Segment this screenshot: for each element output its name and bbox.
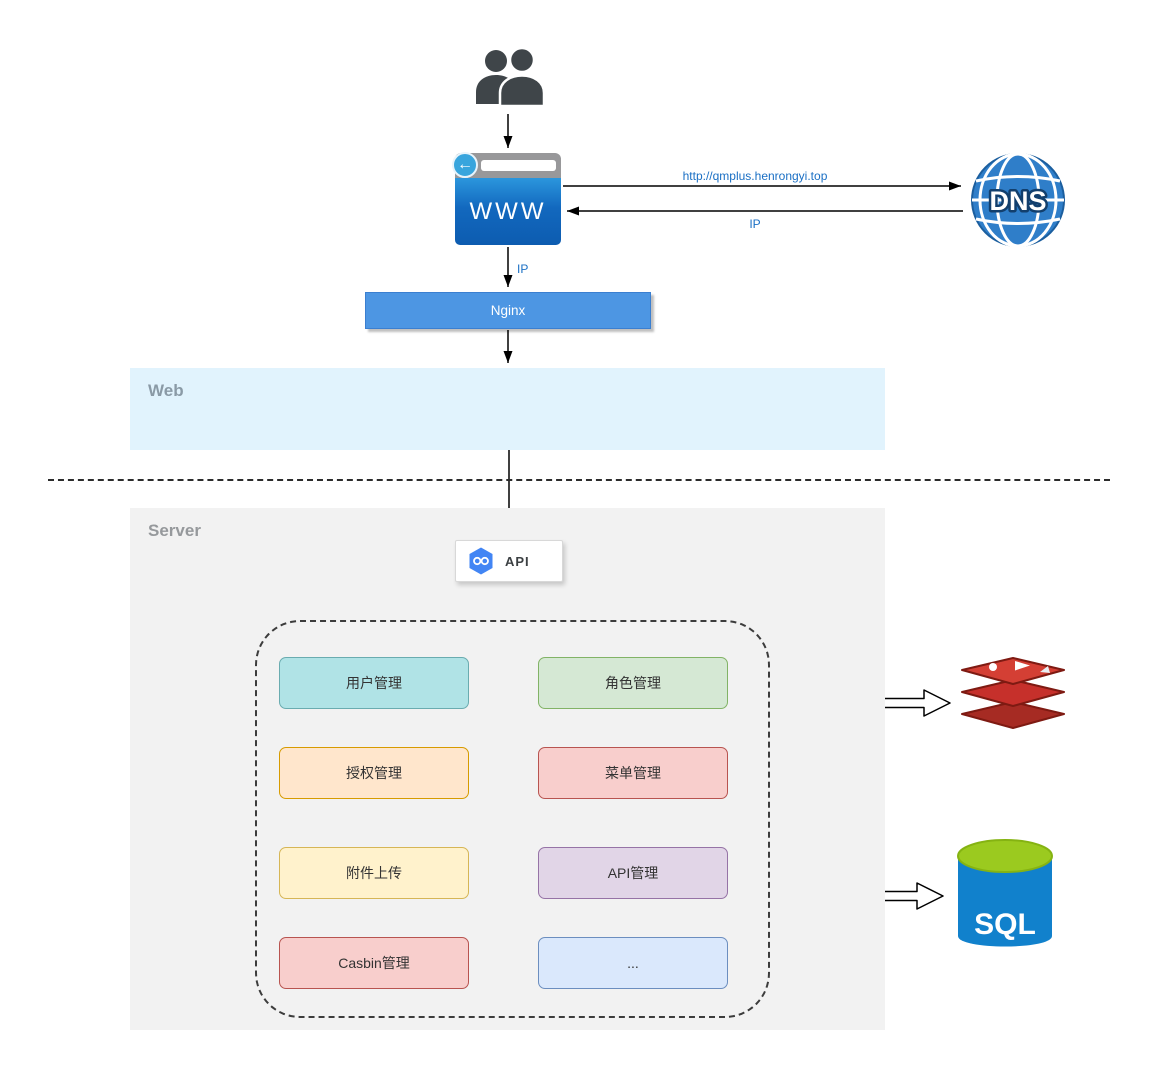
browser-body: WWW <box>455 178 561 245</box>
api-node: API <box>455 540 563 582</box>
dns-label: DNS <box>989 186 1046 216</box>
module-box-2: 角色管理 <box>538 657 728 709</box>
nginx-label: Nginx <box>490 303 526 318</box>
web-zone: Web <box>130 368 885 450</box>
browser-back-icon: ← <box>452 152 478 178</box>
dns-response-label: IP <box>749 217 761 231</box>
web-zone-label: Web <box>148 381 184 400</box>
web-server-divider <box>48 479 1110 481</box>
module-box-5: 附件上传 <box>279 847 469 899</box>
module-box-7: Casbin管理 <box>279 937 469 989</box>
module-box-6: API管理 <box>538 847 728 899</box>
users-icon <box>472 46 546 112</box>
browser-to-nginx-label: IP <box>517 262 529 276</box>
api-label: API <box>505 553 530 569</box>
module-box-4: 菜单管理 <box>538 747 728 799</box>
module-group: 用户管理 角色管理授权管理 菜单管理附件上传 API管理 Casbin管理... <box>255 620 770 1018</box>
module-box-8: ... <box>538 937 728 989</box>
redis-icon <box>956 654 1070 734</box>
sql-database-icon: SQL <box>955 838 1055 960</box>
browser-www-label: WWW <box>469 197 547 225</box>
sql-label: SQL <box>974 908 1036 941</box>
nginx-node: Nginx <box>365 292 651 329</box>
module-box-1: 用户管理 <box>279 657 469 709</box>
dns-request-label: http://qmplus.henrongyi.top <box>682 169 828 183</box>
module-box-3: 授权管理 <box>279 747 469 799</box>
browser-address-bar <box>481 160 556 171</box>
browser-icon: ← WWW <box>452 152 561 245</box>
browser-titlebar: ← <box>452 152 561 178</box>
api-hexagon-icon <box>469 547 493 575</box>
server-zone-label: Server <box>148 521 201 540</box>
dns-globe-icon: DNS <box>968 150 1068 250</box>
